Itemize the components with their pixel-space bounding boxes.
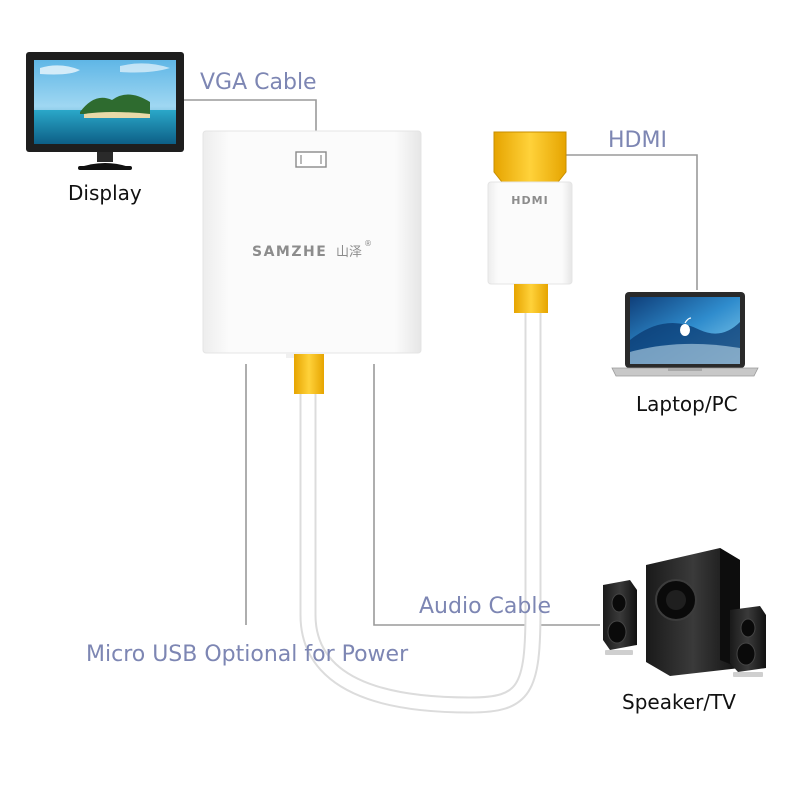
vga-cable-label: VGA Cable [200, 70, 317, 95]
hdmi-plug: HDMI [487, 131, 573, 313]
display-monitor [26, 52, 184, 170]
audio-leader-line [373, 364, 600, 626]
vga-adapter: SAMZHE 山泽 ® [202, 130, 422, 394]
micro-usb-label: Micro USB Optional for Power [86, 642, 409, 667]
audio-cable-label: Audio Cable [419, 594, 551, 619]
adapter-brand-cjk: 山泽 [336, 245, 362, 260]
hdmi-plug-logo: HDMI [511, 194, 548, 207]
display-label: Display [68, 181, 142, 205]
speaker-label: Speaker/TV [622, 690, 736, 714]
cables [299, 303, 542, 714]
laptop-pc [611, 292, 759, 377]
adapter-registered-mark: ® [364, 239, 372, 248]
apple-logo-icon [680, 317, 692, 336]
adapter-brand: SAMZHE [252, 244, 327, 260]
speaker-set [603, 548, 766, 677]
hdmi-label: HDMI [608, 128, 667, 153]
vga-port-icon [295, 151, 327, 168]
hdmi-leader-line [566, 154, 698, 290]
laptop-label: Laptop/PC [636, 392, 738, 416]
